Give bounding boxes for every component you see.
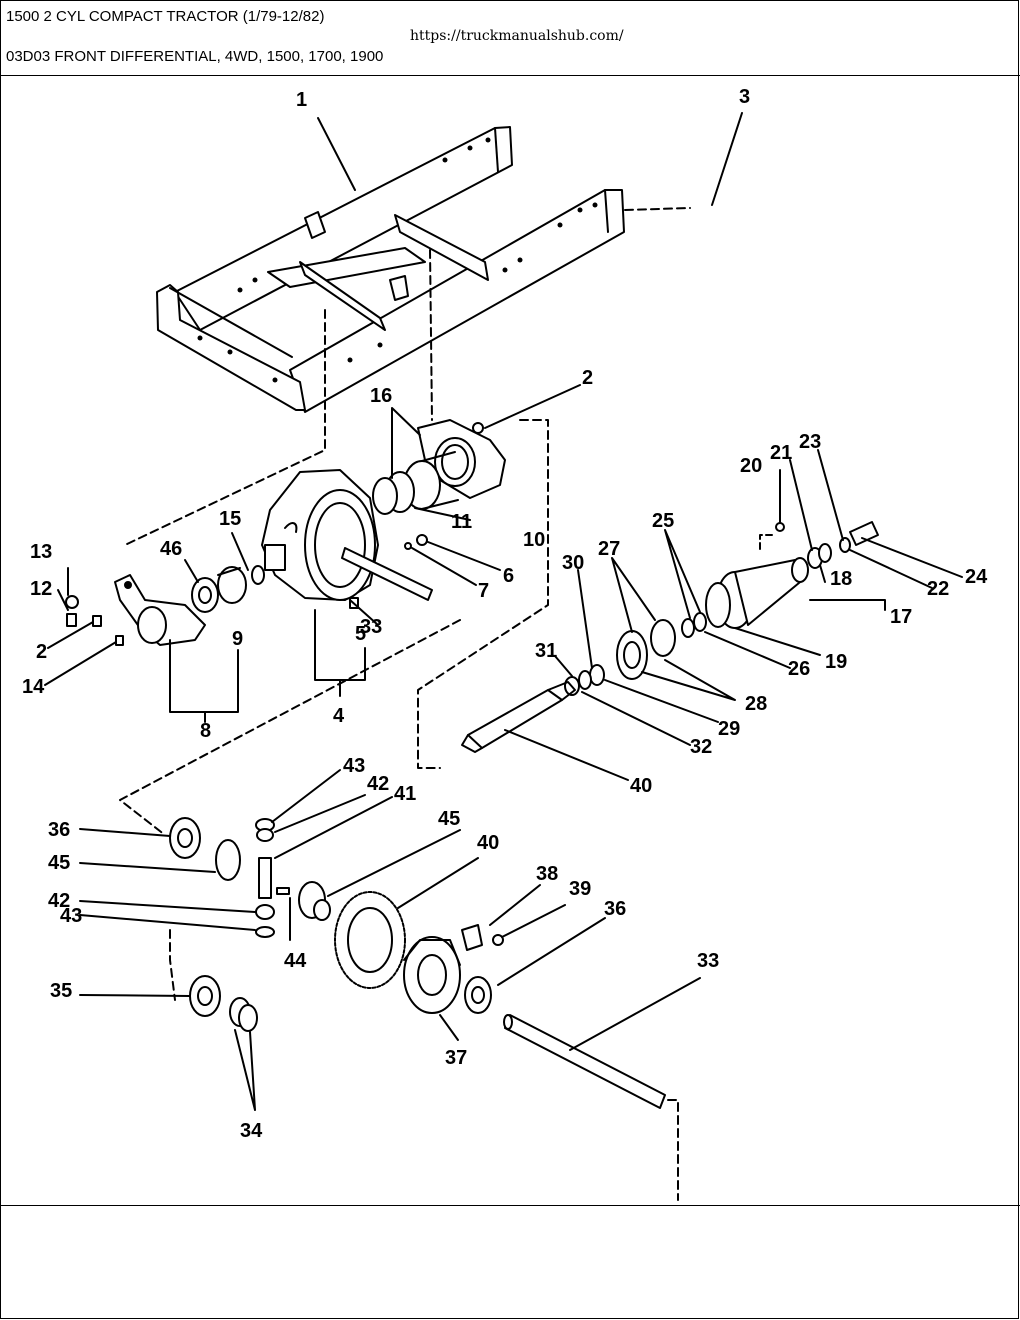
callout-31: 31: [535, 640, 557, 662]
callout-36-left: 36: [48, 819, 70, 841]
callout-41: 41: [394, 783, 416, 805]
callout-5: 5: [355, 623, 366, 645]
page-header: 1500 2 CYL COMPACT TRACTOR (1/79-12/82) …: [0, 0, 1020, 76]
callout-34: 34: [240, 1120, 263, 1142]
callout-11: 11: [451, 511, 472, 533]
callout-2-top: 2: [582, 367, 593, 389]
callout-45-left: 45: [48, 852, 70, 874]
footer-divider: [0, 1205, 1020, 1206]
callout-27: 27: [598, 538, 620, 560]
callout-2-left: 2: [36, 641, 47, 663]
callout-15: 15: [219, 508, 241, 530]
callout-14: 14: [22, 676, 45, 698]
model-title: 1500 2 CYL COMPACT TRACTOR (1/79-12/82): [6, 8, 325, 25]
callout-35: 35: [50, 980, 72, 1002]
callout-42-top: 42: [367, 773, 389, 795]
callout-38: 38: [536, 863, 558, 885]
callout-13: 13: [30, 541, 52, 563]
callout-6: 6: [503, 565, 514, 587]
callout-3: 3: [739, 86, 750, 108]
frame-assembly: [124, 126, 691, 546]
callout-12: 12: [30, 578, 52, 600]
callout-10: 10: [523, 529, 545, 551]
callout-23: 23: [799, 431, 821, 453]
callout-8: 8: [200, 720, 211, 742]
callout-29: 29: [718, 718, 740, 740]
callout-43-top: 43: [343, 755, 365, 777]
left-support-bracket: [65, 574, 239, 723]
callout-19: 19: [825, 651, 847, 673]
callout-26: 26: [788, 658, 810, 680]
callout-21: 21: [770, 442, 792, 464]
callout-43-left: 43: [60, 905, 82, 927]
callout-labels: 1 3 2 16 11 10 6 7 15 46 13 12 33 5 9 2 …: [22, 86, 988, 1142]
callout-1: 1: [296, 89, 307, 111]
callout-32: 32: [690, 736, 712, 758]
callout-25: 25: [652, 510, 674, 532]
callout-42-left: 42: [48, 890, 70, 912]
callout-33-bottom: 33: [697, 950, 719, 972]
callout-45-top: 45: [438, 808, 460, 830]
callout-17: 17: [890, 606, 912, 628]
section-title: 03D03 FRONT DIFFERENTIAL, 4WD, 1500, 170…: [6, 48, 384, 65]
front-support-bracket: [372, 419, 549, 769]
callout-16: 16: [370, 385, 392, 407]
callout-24: 24: [965, 566, 988, 588]
callout-39: 39: [569, 878, 591, 900]
callout-9: 9: [232, 628, 243, 650]
callout-4: 4: [333, 705, 345, 727]
callout-46: 46: [160, 538, 182, 560]
callout-40-top: 40: [630, 775, 652, 797]
callout-30: 30: [562, 552, 584, 574]
callout-37: 37: [445, 1047, 467, 1069]
differential-internals: [169, 817, 679, 1201]
callout-22: 22: [927, 578, 949, 600]
callout-20: 20: [740, 455, 762, 477]
callout-7: 7: [478, 580, 489, 602]
differential-housing: [191, 469, 433, 697]
exploded-parts-diagram: 1 3 2 16 11 10 6 7 15 46 13 12 33 5 9 2 …: [22, 86, 988, 1201]
callout-33-top: 33: [360, 616, 382, 638]
callout-28: 28: [745, 693, 767, 715]
callout-18: 18: [830, 568, 852, 590]
callout-40-mid: 40: [477, 832, 499, 854]
source-url[interactable]: https://truckmanualshub.com/: [410, 28, 624, 44]
leader-lines: [44, 112, 963, 1111]
callout-44: 44: [284, 950, 307, 972]
callout-36-right: 36: [604, 898, 626, 920]
